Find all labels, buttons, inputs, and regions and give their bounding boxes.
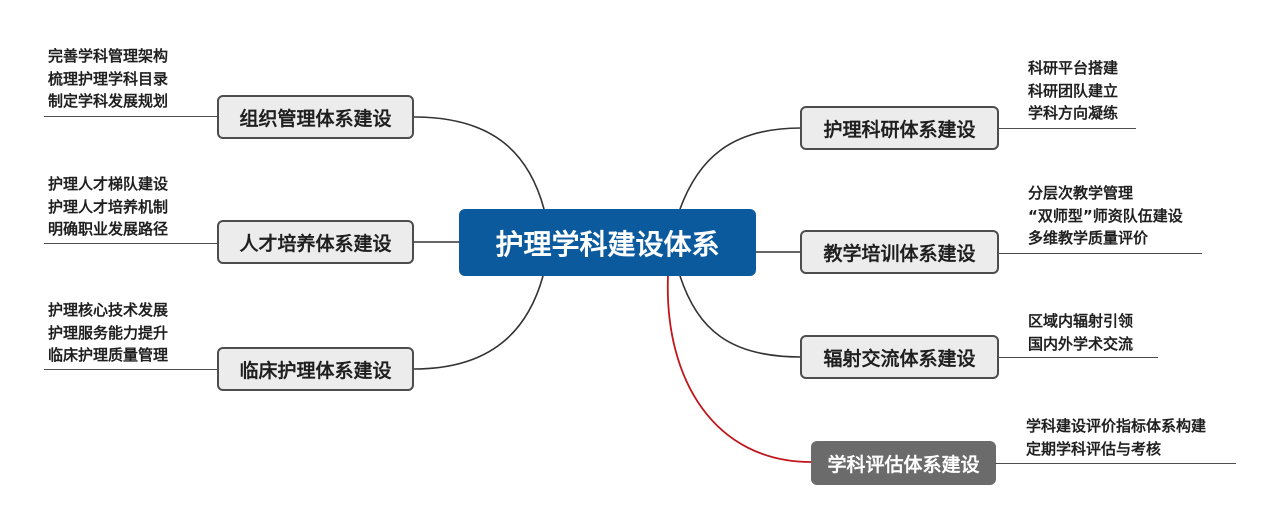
subtopic[interactable]: 多维教学质量评价 xyxy=(1028,229,1149,247)
subtopic[interactable]: 护理人才梯队建设 xyxy=(48,175,169,193)
organization-subtopics: 完善学科管理架构 梳理护理学科目录 制定学科发展规划 xyxy=(48,45,168,113)
subtopic[interactable]: 护理服务能力提升 xyxy=(48,323,169,342)
branch-teaching[interactable]: 教学培训体系建设 xyxy=(800,230,999,274)
branch-clinical[interactable]: 临床护理体系建设 xyxy=(217,347,414,391)
branch-label: 护理科研体系建设 xyxy=(823,118,976,141)
branch-talent[interactable]: 人才培养体系建设 xyxy=(217,220,414,264)
subtopic[interactable]: 临床护理质量管理 xyxy=(48,346,169,364)
assessment-subtopics: 学科建设评价指标体系构建 定期学科评估与考核 xyxy=(1026,415,1206,460)
subtopic-underline xyxy=(998,128,1136,129)
branch-label: 辐射交流体系建设 xyxy=(823,347,976,370)
subtopic[interactable]: 护理人才培养机制 xyxy=(48,197,169,216)
subtopic-underline xyxy=(44,116,218,117)
branch-label: 人才培养体系建设 xyxy=(239,232,392,255)
clinical-subtopics: 护理核心技术发展 护理服务能力提升 临床护理质量管理 xyxy=(48,299,168,367)
outreach-subtopics: 区域内辐射引领 国内外学术交流 xyxy=(1028,310,1133,355)
subtopic[interactable]: 科研平台搭建 xyxy=(1028,59,1119,77)
teaching-subtopics: 分层次教学管理 “双师型”师资队伍建设 多维教学质量评价 xyxy=(1028,182,1183,250)
link-center-to-clinical xyxy=(413,275,544,370)
talent-subtopics: 护理人才梯队建设 护理人才培养机制 明确职业发展路径 xyxy=(48,173,168,241)
subtopic-underline xyxy=(44,369,218,370)
subtopic[interactable]: 明确职业发展路径 xyxy=(48,220,169,238)
subtopic[interactable]: 制定学科发展规划 xyxy=(48,92,169,110)
research-subtopics: 科研平台搭建 科研团队建立 学科方向凝练 xyxy=(1028,57,1118,125)
subtopic[interactable]: 区域内辐射引领 xyxy=(1028,312,1134,330)
link-center-to-outreach xyxy=(679,275,802,358)
subtopic[interactable]: 学科建设评价指标体系构建 xyxy=(1026,417,1207,435)
central-topic-label: 护理学科建设体系 xyxy=(495,227,720,261)
subtopic[interactable]: 护理核心技术发展 xyxy=(48,301,169,319)
subtopic[interactable]: “双师型”师资队伍建设 xyxy=(1028,206,1183,225)
subtopic-underline xyxy=(998,253,1202,254)
central-topic[interactable]: 护理学科建设体系 xyxy=(459,209,756,276)
branch-label: 组织管理体系建设 xyxy=(239,107,392,130)
subtopic[interactable]: 分层次教学管理 xyxy=(1028,184,1134,202)
branch-label: 临床护理体系建设 xyxy=(239,359,392,382)
subtopic-underline xyxy=(995,463,1236,464)
branch-label: 学科评估体系建设 xyxy=(827,453,980,476)
subtopic[interactable]: 完善学科管理架构 xyxy=(48,47,169,65)
branch-label: 教学培训体系建设 xyxy=(823,242,976,265)
subtopic-underline xyxy=(998,357,1158,358)
subtopic-underline xyxy=(44,243,218,244)
branch-organization[interactable]: 组织管理体系建设 xyxy=(217,95,414,139)
subtopic[interactable]: 定期学科评估与考核 xyxy=(1026,439,1162,458)
link-center-to-organization xyxy=(413,116,545,210)
subtopic[interactable]: 国内外学术交流 xyxy=(1028,334,1134,353)
link-center-to-research xyxy=(679,127,802,210)
branch-assessment[interactable]: 学科评估体系建设 xyxy=(811,441,996,485)
link-center-to-assessment xyxy=(666,275,812,463)
branch-research[interactable]: 护理科研体系建设 xyxy=(800,106,999,150)
subtopic[interactable]: 学科方向凝练 xyxy=(1028,104,1119,122)
subtopic[interactable]: 科研团队建立 xyxy=(1028,81,1119,100)
subtopic[interactable]: 梳理护理学科目录 xyxy=(48,69,169,88)
branch-outreach[interactable]: 辐射交流体系建设 xyxy=(800,335,999,379)
